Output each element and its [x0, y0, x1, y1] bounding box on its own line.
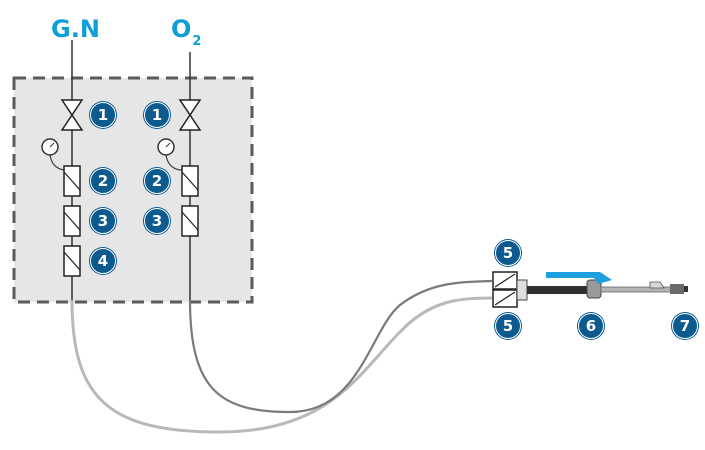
o2-valve-icon	[178, 99, 202, 131]
torch-body-icon	[527, 272, 676, 299]
badge-filter-gn: 4	[90, 248, 116, 274]
badge-torch-body: 6	[578, 313, 604, 339]
o2-flowmeter-icon	[181, 165, 199, 197]
badge-valve-o2: 1	[144, 102, 170, 128]
torch-inlet-icon	[492, 271, 528, 308]
gn-flowmeter-icon	[63, 165, 81, 197]
badge-check-valve-gn: 3	[90, 208, 116, 234]
o2-hose	[188, 279, 493, 414]
badge-valve-gn: 1	[90, 102, 116, 128]
badge-torch-tip: 7	[672, 313, 698, 339]
badge-torch-inlet-top: 5	[495, 240, 521, 266]
badge-flowmeter-o2: 2	[144, 168, 170, 194]
badge-check-valve-o2: 3	[144, 208, 170, 234]
gn-valve-icon	[60, 99, 84, 131]
gn-filter-icon	[63, 245, 81, 277]
oxygen-subscript: 2	[192, 34, 202, 49]
badge-torch-inlet-bottom: 5	[495, 313, 521, 339]
gn-check-valve-icon	[63, 205, 81, 237]
badge-flowmeter-gn: 2	[90, 168, 116, 194]
o2-pressure-gauge-icon	[157, 138, 190, 171]
control-panel	[12, 76, 254, 304]
gn-hose	[70, 296, 493, 434]
oxygen-label: O2	[171, 15, 201, 48]
torch-tip-icon	[649, 281, 688, 294]
oxygen-label-text: O	[171, 15, 192, 43]
gas-label-text: G.N	[51, 15, 100, 43]
o2-check-valve-icon	[181, 205, 199, 237]
gas-label: G.N	[51, 17, 100, 41]
